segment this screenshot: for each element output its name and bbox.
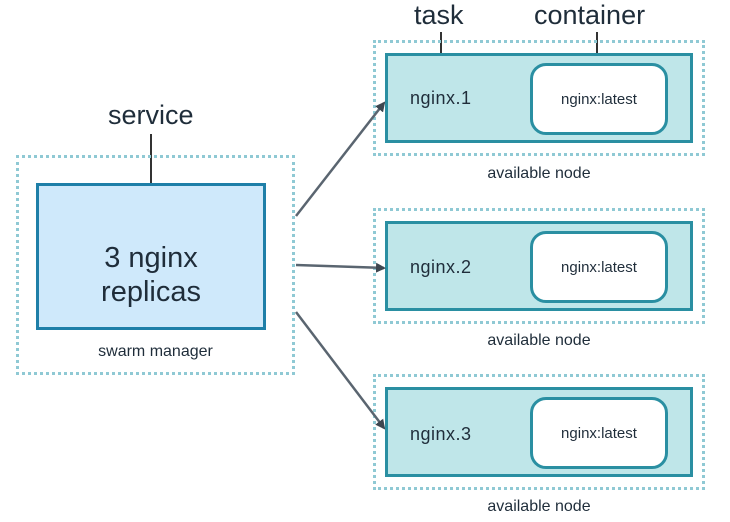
arrow-to-node-2 — [295, 262, 386, 273]
swarm-manager-caption: swarm manager — [98, 343, 213, 360]
node-frame-3 — [373, 374, 705, 490]
container-box-3: nginx:latest — [530, 397, 668, 469]
container-label-3: nginx:latest — [561, 424, 637, 442]
service-text-line2: replicas — [101, 275, 201, 308]
node-frame-1 — [373, 40, 705, 156]
container-label-2: nginx:latest — [561, 258, 637, 276]
arrow-to-node-1 — [295, 101, 386, 217]
node-caption-1: available node — [487, 165, 591, 182]
arrow-to-node-3 — [295, 311, 386, 430]
container-box-2: nginx:latest — [530, 231, 668, 303]
service-callout-line — [150, 134, 152, 216]
service-box: 3 nginx replicas — [36, 183, 266, 330]
service-text-line1: 3 nginx — [104, 241, 198, 274]
node-caption-3: available node — [487, 498, 591, 515]
task-label: task — [414, 0, 464, 30]
container-box-1: nginx:latest — [530, 63, 668, 135]
swarm-manager-frame — [16, 155, 295, 375]
container-label: container — [534, 0, 646, 30]
task-label-1: nginx.1 — [410, 88, 472, 108]
node-caption-2: available node — [487, 332, 591, 349]
task-label-2: nginx.2 — [410, 257, 472, 277]
container-label-1: nginx:latest — [561, 90, 637, 108]
service-label: service — [108, 100, 194, 130]
node-frame-2 — [373, 208, 705, 324]
task-label-3: nginx.3 — [410, 424, 472, 444]
